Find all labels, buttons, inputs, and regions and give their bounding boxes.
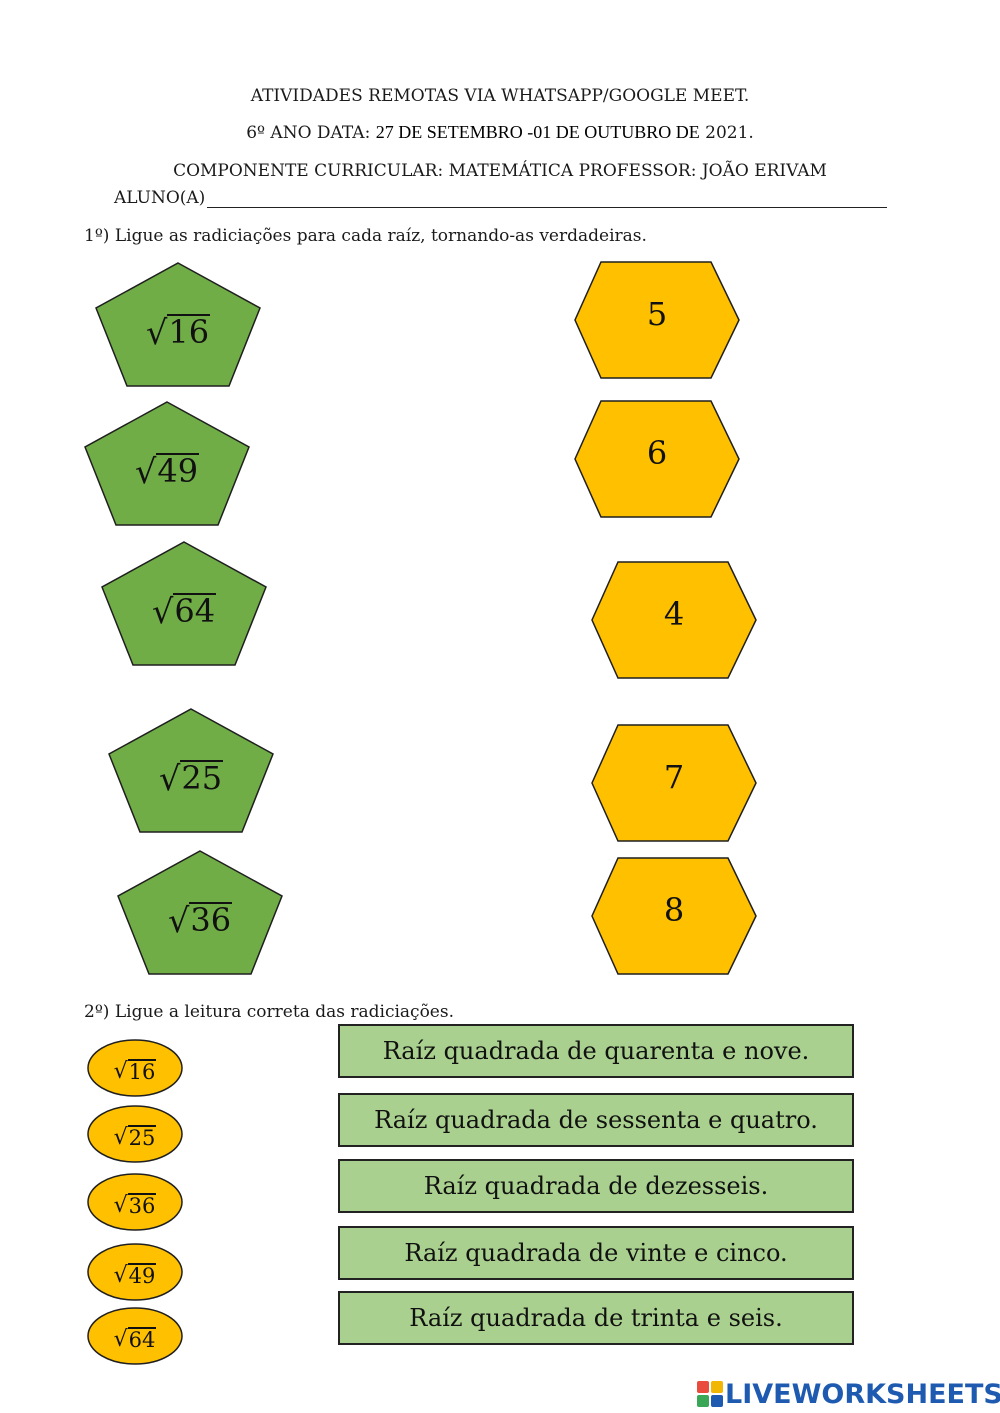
reading-box[interactable]: Raíz quadrada de vinte e cinco. <box>338 1226 854 1280</box>
pentagon-label: √25 <box>108 708 274 834</box>
radical-pentagon[interactable]: √36 <box>117 850 283 976</box>
hexagon-shape <box>574 261 740 379</box>
radical-symbol: √ <box>158 759 181 799</box>
pentagon-label: √64 <box>101 541 267 667</box>
oval-shape <box>87 1307 183 1365</box>
root-hexagon[interactable]: 5 <box>574 261 740 379</box>
radical-symbol: √ <box>113 1058 128 1084</box>
student-name-line[interactable] <box>207 191 888 208</box>
radicand: 16 <box>167 313 211 352</box>
oval-label: √64 <box>87 1307 183 1365</box>
radical-symbol: √ <box>113 1124 128 1150</box>
square-root-expression: √49 <box>113 1262 157 1288</box>
oval-label: √16 <box>87 1039 183 1097</box>
student-name-field: ALUNO(A) <box>114 188 888 208</box>
student-label: ALUNO(A) <box>114 188 206 208</box>
hexagon-shape <box>591 724 757 842</box>
radical-symbol: √ <box>113 1192 128 1218</box>
pentagon-label: √36 <box>117 850 283 976</box>
liveworksheets-logo: LIVEWORKSHEETS <box>697 1376 1000 1412</box>
hexagon-shape <box>591 561 757 679</box>
logo-mark-icon <box>697 1381 723 1407</box>
square-root-expression: √16 <box>145 313 211 353</box>
square-root-expression: √25 <box>113 1124 157 1150</box>
pentagon-label: √16 <box>95 262 261 388</box>
hexagon-shape <box>591 857 757 975</box>
oval-label: √25 <box>87 1105 183 1163</box>
square-root-expression: √64 <box>113 1326 157 1352</box>
hexagon-shape <box>574 400 740 518</box>
pentagon-shape <box>108 708 274 833</box>
oval-shape <box>87 1173 183 1231</box>
oval-shape <box>87 1243 183 1301</box>
hexagon-label: 5 <box>646 295 668 333</box>
radical-symbol: √ <box>113 1326 128 1352</box>
radical-oval[interactable]: √36 <box>87 1173 183 1231</box>
oval-shape <box>87 1105 183 1163</box>
square-root-expression: √64 <box>151 592 217 632</box>
header-title: ATIVIDADES REMOTAS VIA WHATSAPP/GOOGLE M… <box>250 86 750 106</box>
hexagon-label: 7 <box>663 758 685 796</box>
radical-oval[interactable]: √49 <box>87 1243 183 1301</box>
square-root-expression: √16 <box>113 1058 157 1084</box>
oval-shape <box>87 1039 183 1097</box>
square-root-expression: √36 <box>167 901 233 941</box>
radicand: 64 <box>173 592 217 631</box>
radical-oval[interactable]: √64 <box>87 1307 183 1365</box>
radicand: 36 <box>189 901 233 940</box>
square-root-expression: √25 <box>158 759 224 799</box>
date-range: 27 DE SETEMBRO -01 DE OUTUBRO DE <box>375 122 700 142</box>
year: 2021. <box>699 123 754 143</box>
radicand: 36 <box>127 1192 157 1218</box>
root-hexagon[interactable]: 8 <box>591 857 757 975</box>
radicand: 49 <box>127 1262 157 1288</box>
radicand: 16 <box>127 1058 157 1084</box>
pentagon-label: √49 <box>84 401 250 527</box>
question-2-prompt: 2º) Ligue a leitura correta das radiciaç… <box>84 1002 454 1022</box>
square-root-expression: √36 <box>113 1192 157 1218</box>
radical-symbol: √ <box>151 592 174 632</box>
hexagon-label: 6 <box>646 434 668 472</box>
grade-date-label: 6º ANO DATA: <box>246 123 376 143</box>
pentagon-shape <box>95 262 261 387</box>
radical-oval[interactable]: √25 <box>87 1105 183 1163</box>
radical-oval[interactable]: √16 <box>87 1039 183 1097</box>
radical-pentagon[interactable]: √16 <box>95 262 261 388</box>
header-subject-line: COMPONENTE CURRICULAR: MATEMÁTICA PROFES… <box>173 161 827 181</box>
header-date-line: 6º ANO DATA: 27 DE SETEMBRO -01 DE OUTUB… <box>0 122 1000 143</box>
question-1-prompt: 1º) Ligue as radiciações para cada raíz,… <box>84 226 647 246</box>
radical-pentagon[interactable]: √25 <box>108 708 274 834</box>
pentagon-shape <box>101 541 267 666</box>
hexagon-label: 4 <box>663 595 685 633</box>
reading-box[interactable]: Raíz quadrada de dezesseis. <box>338 1159 854 1213</box>
hexagon-label: 8 <box>663 891 685 929</box>
radical-pentagon[interactable]: √49 <box>84 401 250 527</box>
radical-symbol: √ <box>113 1262 128 1288</box>
radical-symbol: √ <box>167 901 190 941</box>
radical-symbol: √ <box>145 313 168 353</box>
logo-text: LIVEWORKSHEETS <box>725 1378 1000 1410</box>
radical-symbol: √ <box>134 452 157 492</box>
radicand: 25 <box>127 1124 157 1150</box>
radicand: 49 <box>156 452 200 491</box>
oval-label: √49 <box>87 1243 183 1301</box>
reading-box[interactable]: Raíz quadrada de quarenta e nove. <box>338 1024 854 1078</box>
radical-pentagon[interactable]: √64 <box>101 541 267 667</box>
root-hexagon[interactable]: 7 <box>591 724 757 842</box>
square-root-expression: √49 <box>134 452 200 492</box>
reading-box[interactable]: Raíz quadrada de sessenta e quatro. <box>338 1093 854 1147</box>
radicand: 64 <box>127 1326 157 1352</box>
oval-label: √36 <box>87 1173 183 1231</box>
radicand: 25 <box>180 759 224 798</box>
pentagon-shape <box>84 401 250 526</box>
reading-box[interactable]: Raíz quadrada de trinta e seis. <box>338 1291 854 1345</box>
root-hexagon[interactable]: 4 <box>591 561 757 679</box>
root-hexagon[interactable]: 6 <box>574 400 740 518</box>
pentagon-shape <box>117 850 283 975</box>
